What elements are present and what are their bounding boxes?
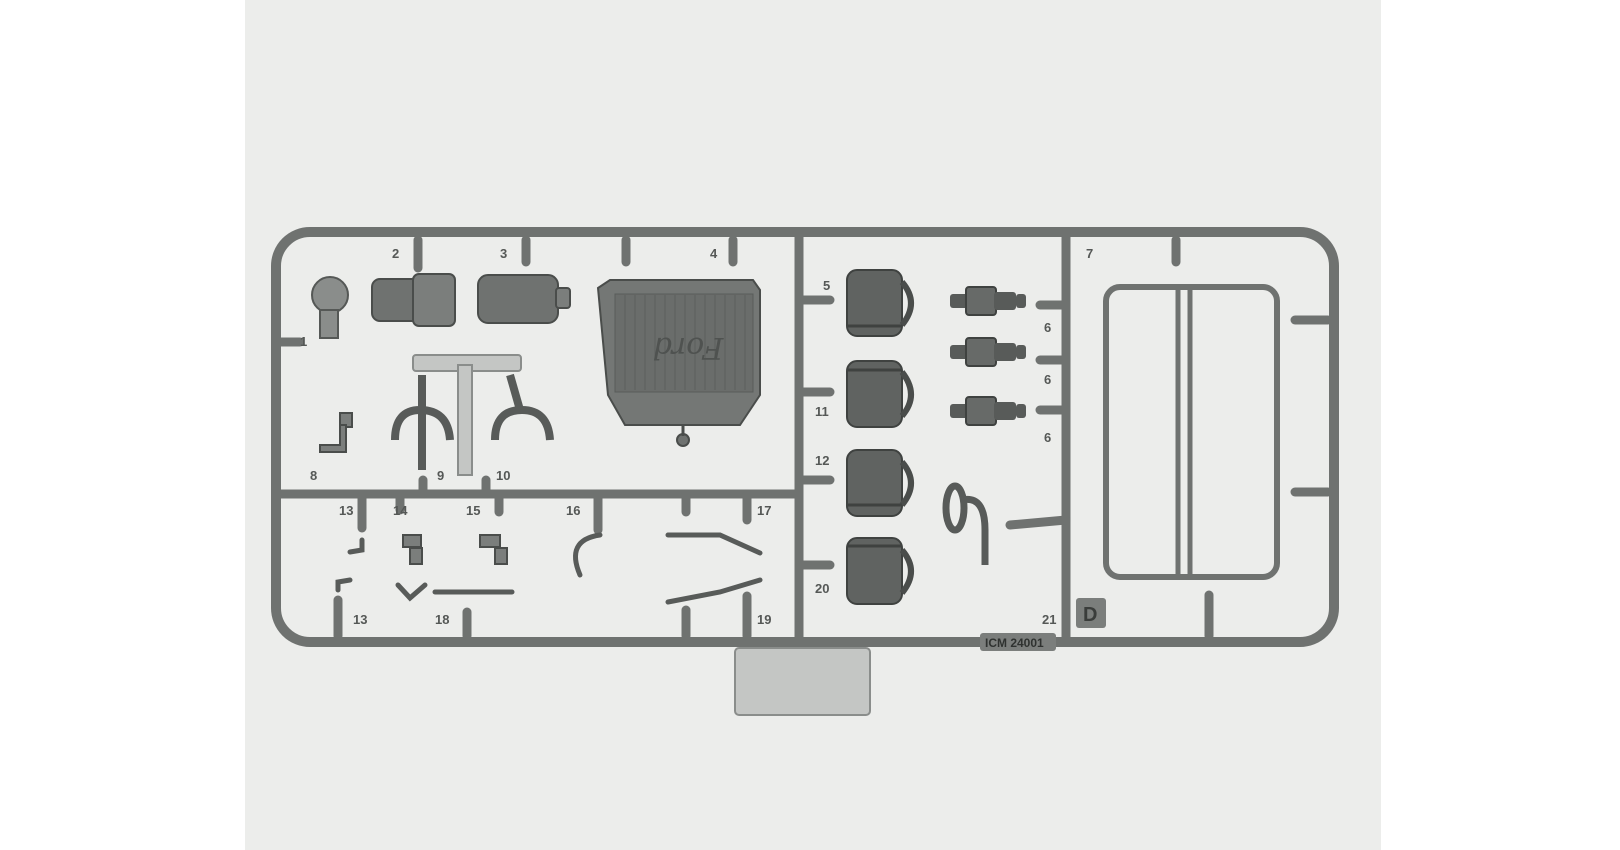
part-cylinder — [477, 274, 571, 324]
part-number-label: 6 — [1044, 430, 1051, 445]
part-rod — [335, 532, 763, 605]
part-number-label: 8 — [310, 468, 317, 483]
part-number-label: 4 — [710, 246, 718, 261]
part-number-label: 14 — [393, 503, 408, 518]
maker-mark-plate — [980, 633, 1056, 651]
part-spark-plug — [950, 337, 1026, 367]
part-number-label: 6 — [1044, 372, 1051, 387]
part-barrel — [846, 537, 914, 605]
part-barrel — [846, 360, 914, 428]
part-number-label: 9 — [437, 468, 444, 483]
part-number-label: 16 — [566, 503, 580, 518]
part-small-bracket — [402, 534, 508, 565]
maker-mark: ICM 24001 — [985, 636, 1044, 650]
part-number-label: 2 — [392, 246, 399, 261]
part-barrel — [846, 269, 914, 337]
part-small-bracket — [319, 412, 353, 453]
part-spark-plug — [950, 396, 1026, 426]
sprue-letter: D — [1083, 604, 1097, 626]
part-number-label: 15 — [466, 503, 480, 518]
part-barrel — [846, 449, 914, 517]
part-number-label: 21 — [1042, 612, 1056, 627]
part-cylinder — [371, 273, 456, 327]
part-number-label: 3 — [500, 246, 507, 261]
part-number-label: 19 — [757, 612, 771, 627]
part-number-label: 13 — [339, 503, 353, 518]
part-horn — [942, 482, 989, 565]
radiator-logo: Ford — [653, 330, 725, 365]
sprue-letter-plate — [1076, 598, 1106, 628]
part-spark-plug — [950, 286, 1026, 316]
part-number-label: 17 — [757, 503, 771, 518]
part-number-label: 11 — [815, 404, 829, 419]
part-number-label: 20 — [815, 581, 829, 596]
part-number-label: 12 — [815, 453, 829, 468]
part-disc — [311, 276, 349, 339]
sprue-frame — [271, 227, 1339, 647]
part-number-label: 5 — [823, 278, 830, 293]
part-number-label: 7 — [1086, 246, 1093, 261]
part-number-label: 6 — [1044, 320, 1051, 335]
part-radiator — [596, 279, 761, 447]
part-tube — [391, 373, 554, 470]
sprue-gate-tab — [734, 647, 871, 716]
part-clear-bracket — [412, 354, 522, 476]
part-number-label: 1 — [300, 334, 307, 349]
sprue-gates — [276, 235, 1333, 641]
part-number-label: 10 — [496, 468, 510, 483]
part-number-label: 18 — [435, 612, 449, 627]
part-number-label: 13 — [353, 612, 367, 627]
